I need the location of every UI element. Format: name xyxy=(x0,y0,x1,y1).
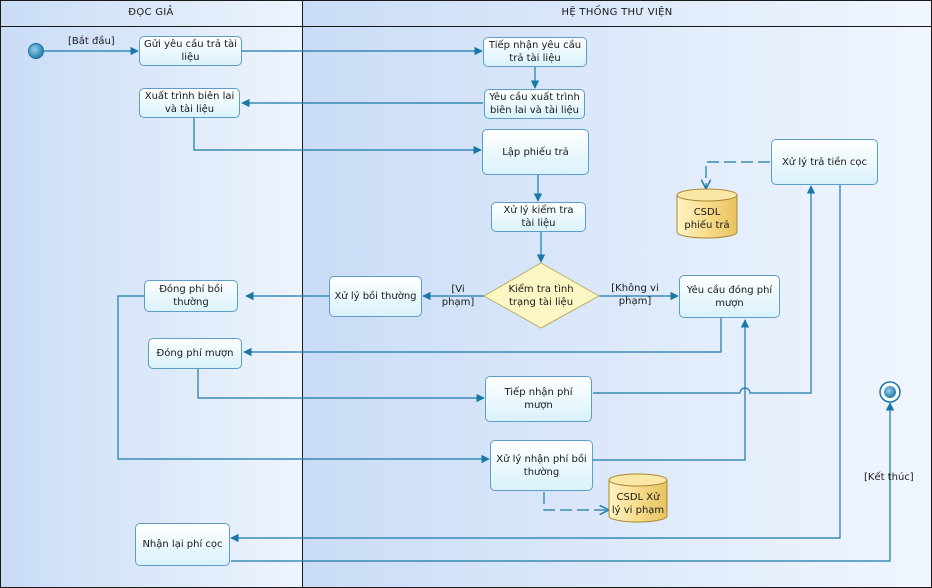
node-process-check[interactable]: Xử lý kiểm tra tài liệu xyxy=(491,202,586,232)
node-process-compensation-fee[interactable]: Xử lý nhận phí bồi thường xyxy=(490,440,593,491)
flow-borrowfee-pay xyxy=(243,318,722,357)
flow-fee-dbviolation xyxy=(543,492,608,510)
node-request-borrow-fee[interactable]: Yêu cầu đóng phí mượn xyxy=(679,275,780,318)
flow-receive-refund xyxy=(593,185,816,394)
end-node xyxy=(879,381,901,403)
flow-paycomp-processfee xyxy=(117,295,490,464)
db-slip-cylinder xyxy=(676,188,738,239)
node-present-receipt[interactable]: Xuất trình biên lai và tài liệu xyxy=(139,88,240,118)
lane-system-header: HỆ THỐNG THƯ VIỆN xyxy=(561,7,673,18)
node-receive-deposit[interactable]: Nhận lại phí cọc xyxy=(135,523,230,566)
flow-to-end xyxy=(231,402,895,562)
node-receive-borrow-fee[interactable]: Tiếp nhận phí mượn xyxy=(485,376,592,422)
flow-pay-receive-fee xyxy=(197,369,485,403)
node-process-compensation[interactable]: Xử lý bồi thường xyxy=(329,276,422,317)
db-violation-label: CSDL Xử lý vi phạm xyxy=(611,492,665,516)
guard-no-violation: [Không vi phạm] xyxy=(611,283,659,307)
node-create-slip[interactable]: Lập phiếu trả xyxy=(482,129,589,175)
node-pay-borrow-fee[interactable]: Đóng phí mượn xyxy=(148,338,242,369)
flow-refund-receivedeposit xyxy=(230,185,841,543)
node-send-request[interactable]: Gửi yêu cầu trả tài liệu xyxy=(139,36,242,66)
flow-present-slip xyxy=(193,118,482,155)
flow-processfee-borrowfee xyxy=(593,319,750,461)
db-slip-label: CSDL phiếu trả xyxy=(684,207,730,231)
node-process-deposit-refund[interactable]: Xử lý trả tiền cọc xyxy=(771,139,878,185)
node-pay-compensation[interactable]: Đóng phí bồi thường xyxy=(144,280,238,312)
start-node xyxy=(28,43,44,59)
guard-start: [Bắt đầu] xyxy=(68,36,115,47)
decision-label: Kiểm tra tình trạng tài liệu xyxy=(508,284,574,308)
node-request-present[interactable]: Yêu cầu xuất trình biên lai và tài liệu xyxy=(484,89,585,119)
guard-violation: [Vi phạm] xyxy=(441,284,475,308)
lane-reader-header: ĐỌC GIẢ xyxy=(128,7,174,18)
db-violation-cylinder xyxy=(608,473,668,523)
flow-refund-dbslip xyxy=(706,161,770,188)
node-receive-request[interactable]: Tiếp nhận yêu cầu trả tài liệu xyxy=(483,37,587,67)
guard-end: [Kết thúc] xyxy=(864,472,914,483)
decision-diamond xyxy=(482,262,601,329)
